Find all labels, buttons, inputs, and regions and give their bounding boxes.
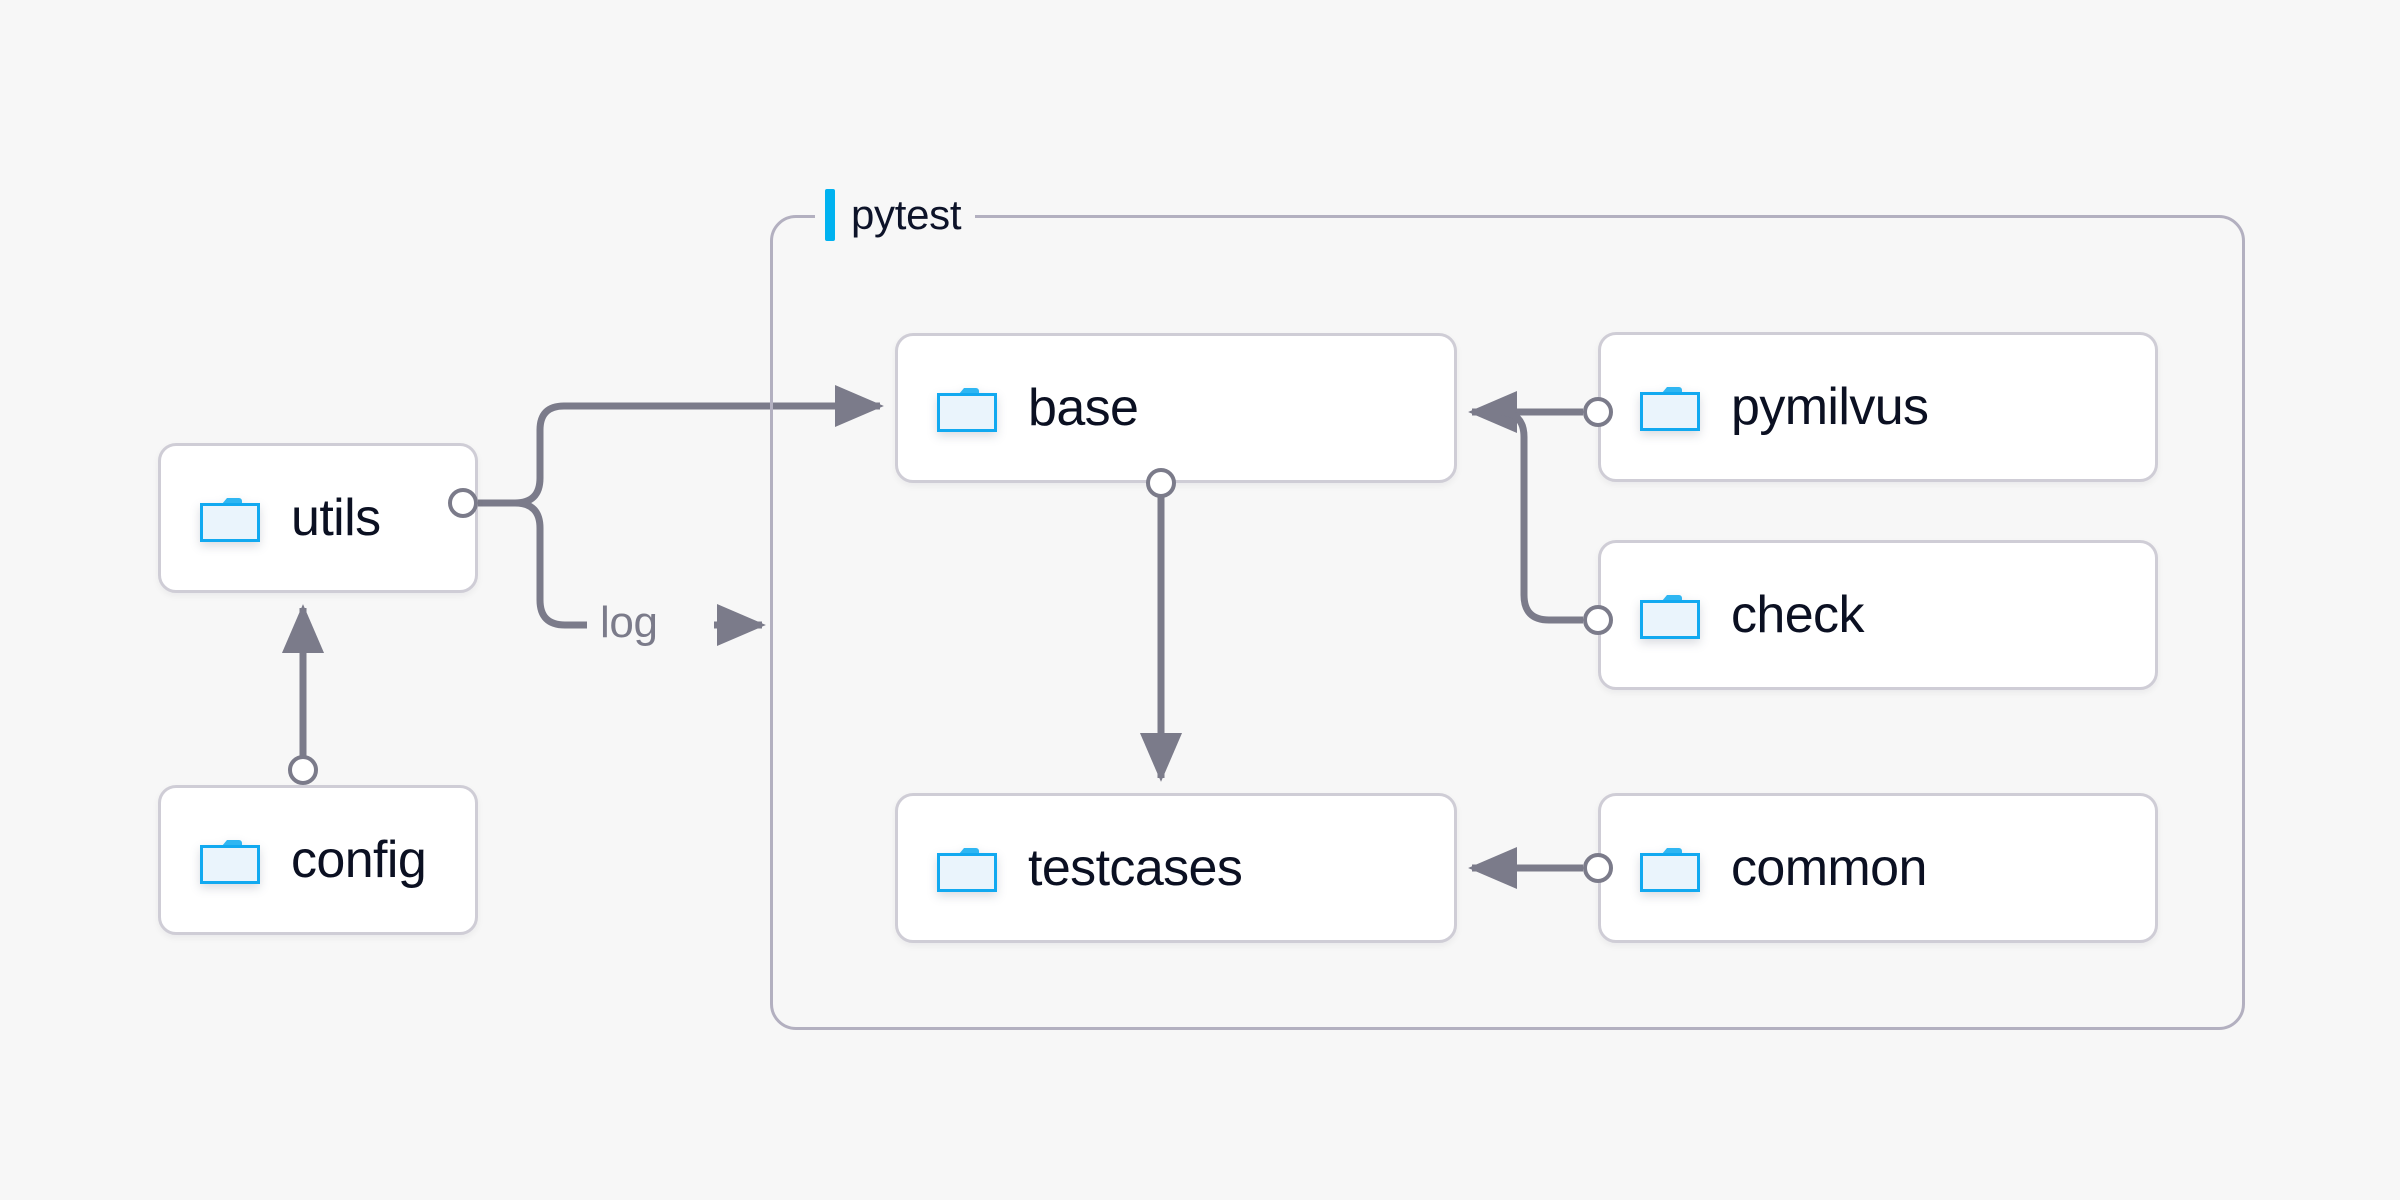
folder-icon xyxy=(937,388,997,432)
node-label: testcases xyxy=(1028,839,1243,897)
node-config[interactable]: config xyxy=(158,785,478,935)
node-label: config xyxy=(291,831,427,889)
port-common-left[interactable] xyxy=(1583,853,1613,883)
edge-label-log: log xyxy=(600,598,658,648)
port-pymilvus-left[interactable] xyxy=(1583,397,1613,427)
node-utils[interactable]: utils xyxy=(158,443,478,593)
folder-icon xyxy=(1640,387,1700,431)
node-base[interactable]: base xyxy=(895,333,1457,483)
port-base-bottom[interactable] xyxy=(1146,468,1176,498)
folder-icon xyxy=(1640,848,1700,892)
edge-utils-to-log xyxy=(478,499,587,629)
node-label: utils xyxy=(291,489,381,547)
node-label: base xyxy=(1028,379,1139,437)
node-common[interactable]: common xyxy=(1598,793,2158,943)
pytest-group-label: pytest xyxy=(815,189,976,241)
port-config-top[interactable] xyxy=(288,755,318,785)
group-label-text: pytest xyxy=(851,191,962,238)
port-utils-right[interactable] xyxy=(448,488,478,518)
group-accent-bar xyxy=(825,189,835,241)
node-label: common xyxy=(1731,839,1927,897)
edge-label-text: log xyxy=(600,598,658,647)
folder-icon xyxy=(937,848,997,892)
folder-icon xyxy=(200,498,260,542)
folder-icon xyxy=(200,840,260,884)
folder-icon xyxy=(1640,595,1700,639)
port-check-left[interactable] xyxy=(1583,605,1613,635)
node-check[interactable]: check xyxy=(1598,540,2158,690)
node-testcases[interactable]: testcases xyxy=(895,793,1457,943)
pytest-group-container[interactable] xyxy=(770,215,2245,1030)
node-pymilvus[interactable]: pymilvus xyxy=(1598,332,2158,482)
node-label: pymilvus xyxy=(1731,378,1929,436)
node-label: check xyxy=(1731,586,1864,644)
